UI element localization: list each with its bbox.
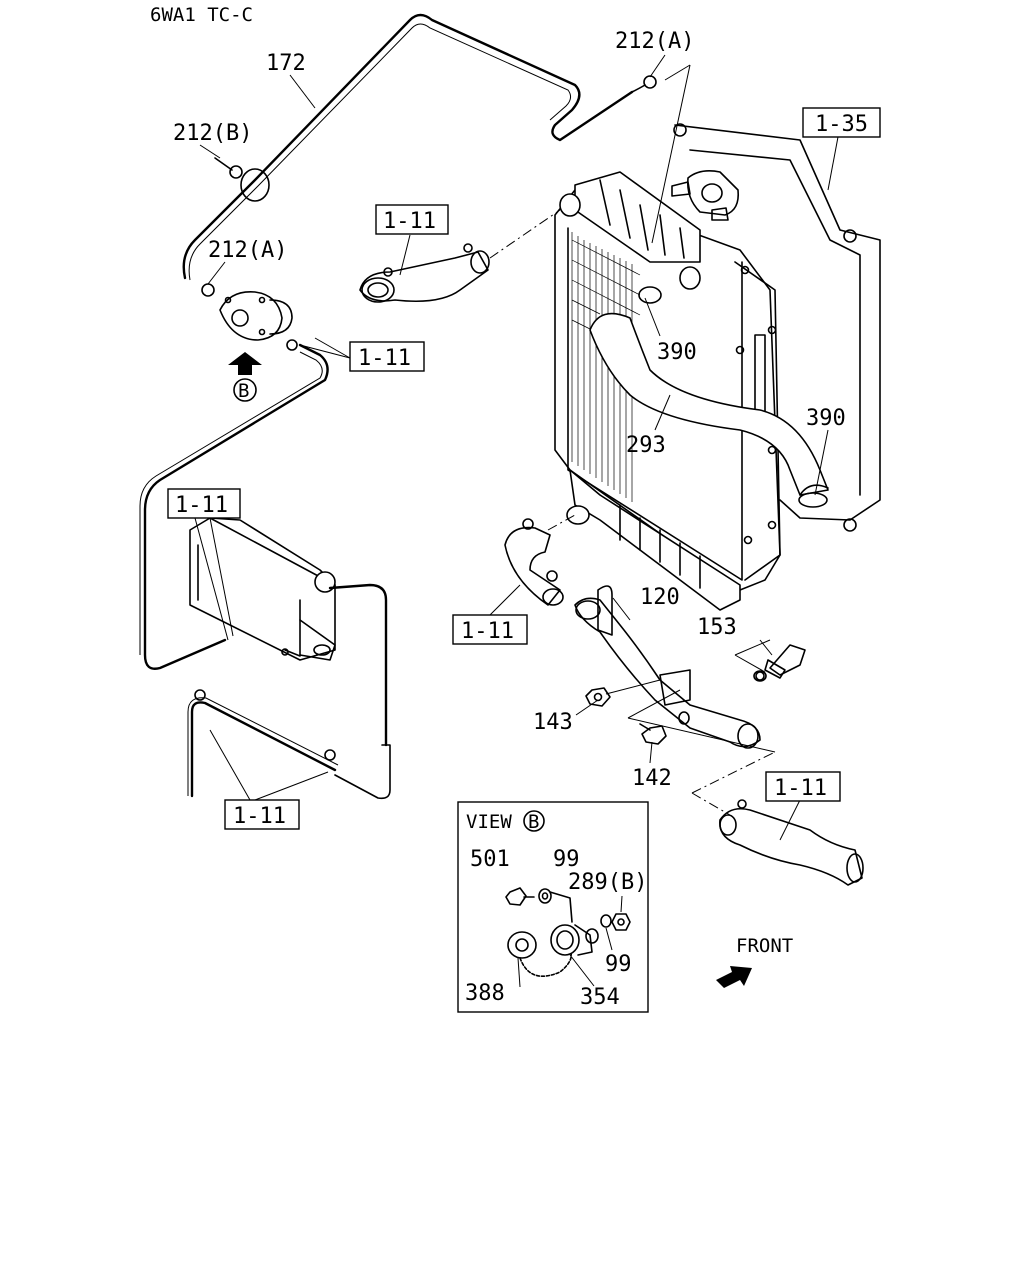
- hose-clip-loop: [240, 168, 270, 202]
- view-b-title: VIEW: [466, 811, 512, 833]
- pipe-bracket: [597, 585, 613, 636]
- lower-hose: [504, 514, 576, 606]
- view-b-title-marker-circle: [523, 810, 545, 832]
- hose-172-outer: [182, 13, 634, 280]
- callout-501: 501: [470, 847, 510, 872]
- callout-1-11-e-box: [224, 799, 300, 830]
- bolt-142: [627, 689, 776, 753]
- top-tank-ribs: [599, 179, 685, 259]
- callout-172: 172: [266, 51, 306, 76]
- reserve-tank-body: [189, 517, 336, 661]
- front-label: FRONT: [736, 935, 793, 957]
- callout-1-11-c-box: [167, 488, 241, 519]
- radiator-side-frame: [674, 124, 881, 521]
- view-b-marker-circle: [233, 378, 257, 402]
- radiator-lower-outlet: [566, 505, 590, 525]
- view-b-arrow: [228, 352, 262, 375]
- tank-overflow-hose: [328, 583, 388, 747]
- lower-hose-body: [504, 526, 561, 606]
- radiator-upper-outlet: [679, 266, 701, 290]
- filler-nipple: [671, 181, 691, 197]
- callout-212b: 212(B): [173, 121, 252, 146]
- washer-99-right: [600, 914, 612, 928]
- pipe-120-body: [574, 597, 761, 748]
- view-b-inset: VIEW B 501 99 289(B) 99 388 354: [457, 801, 649, 1013]
- lower-right-hose-body: [719, 807, 863, 886]
- filler-neck-354: [550, 924, 580, 956]
- upper-hose-body: [359, 251, 489, 303]
- callout-1-35: 1-35: [815, 112, 868, 137]
- diagram-code: 6WA1 TC-C: [150, 4, 253, 26]
- callout-1-11-b-box: [349, 341, 425, 372]
- mount-hole-top: [673, 123, 687, 137]
- callout-293: 293: [626, 433, 666, 458]
- callout-1-11-a-box: [375, 204, 449, 235]
- nut-143: [585, 679, 661, 707]
- pipe-120: [574, 585, 767, 749]
- pipe-flange: [659, 669, 691, 706]
- washer-99-top: [538, 888, 552, 904]
- callout-99-top: 99: [553, 847, 580, 872]
- filler-nipple-lower: [711, 207, 729, 221]
- clip-212a-left: [201, 283, 215, 297]
- clamp-390-lower: [798, 492, 828, 508]
- sensor-153: [734, 639, 806, 681]
- view-b-marker-label: B: [238, 380, 249, 402]
- outlet-flange: [219, 291, 283, 341]
- radiator-frame-inner: [689, 149, 861, 496]
- overflow-hose-172: [182, 13, 657, 297]
- drain-hose: [190, 701, 337, 798]
- callout-390-upper: 390: [657, 340, 697, 365]
- bypass-hose: [143, 343, 329, 670]
- callout-354: 354: [580, 985, 620, 1010]
- callout-1-35-box: [802, 107, 881, 138]
- water-outlet-housing: [219, 291, 298, 351]
- reserve-tank: [189, 517, 336, 661]
- callout-99-right: 99: [605, 952, 632, 977]
- front-arrow: [716, 966, 752, 988]
- callout-1-11-d: 1-11: [461, 619, 514, 644]
- callout-120: 120: [640, 585, 680, 610]
- hose-172-inner: [188, 23, 572, 281]
- mount-hole-upper-right: [843, 229, 857, 243]
- callout-143: 143: [533, 710, 573, 735]
- leader-lines: [194, 54, 839, 841]
- callout-1-11-b: 1-11: [358, 346, 411, 371]
- callout-212a-left: 212(A): [208, 238, 287, 263]
- radiator: [554, 123, 881, 611]
- radiator-filler-flange: [686, 170, 740, 216]
- radiator-fins: [571, 232, 641, 502]
- callout-1-11-f-box: [765, 771, 841, 802]
- radiator-upper-inlet: [559, 193, 581, 217]
- view-b-title-marker: B: [528, 811, 539, 833]
- view-b-frame: [457, 801, 649, 1013]
- cap-388: [507, 931, 537, 959]
- bolt-501: [505, 887, 527, 906]
- lower-right-hose: [691, 751, 864, 886]
- bottom-tank-ribs: [619, 504, 701, 589]
- outlet-clip: [286, 339, 298, 351]
- cap-tether: [519, 949, 573, 977]
- callout-1-11-f: 1-11: [774, 776, 827, 801]
- callout-1-11-e: 1-11: [233, 804, 286, 829]
- hose-293: [589, 286, 829, 508]
- clamp-390-upper: [638, 286, 662, 304]
- mount-hole-lower-right: [843, 518, 857, 532]
- callout-212a-top: 212(A): [615, 29, 694, 54]
- callout-142: 142: [632, 766, 672, 791]
- callout-1-11-a: 1-11: [383, 209, 436, 234]
- clip-212b: [229, 165, 243, 179]
- callout-390-lower: 390: [806, 406, 846, 431]
- callout-1-11-d-box: [452, 614, 528, 645]
- callout-153: 153: [697, 615, 737, 640]
- callout-388: 388: [465, 981, 505, 1006]
- hose-293-body: [589, 312, 829, 496]
- callout-289b: 289(B): [568, 870, 647, 895]
- callout-1-11-c: 1-11: [175, 493, 228, 518]
- nut-289b: [611, 913, 631, 931]
- upper-hose: [359, 209, 561, 303]
- clip-212a-top: [643, 75, 657, 89]
